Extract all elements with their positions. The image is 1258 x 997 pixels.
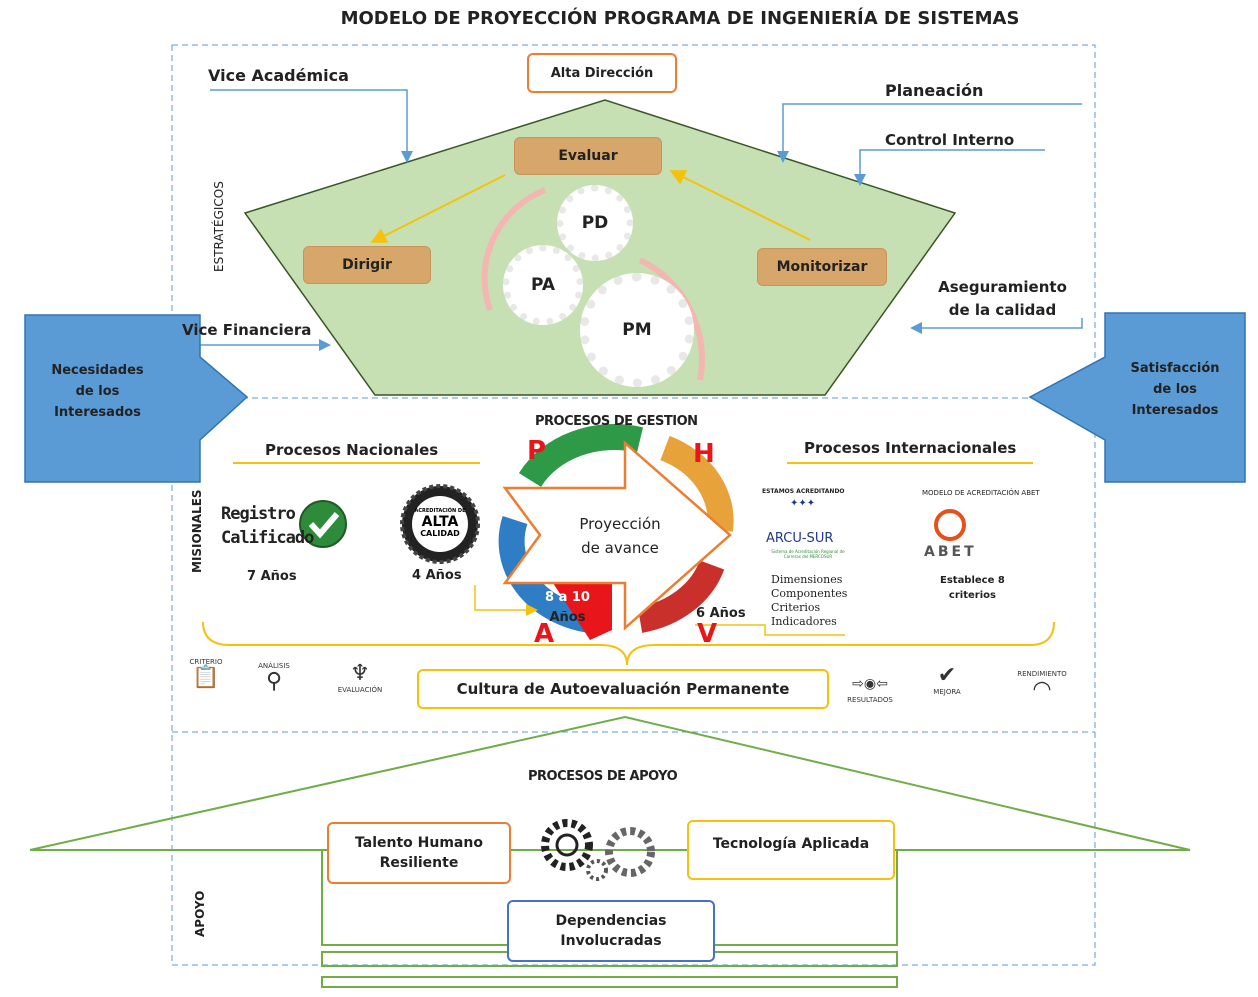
registro-years: 7 Años	[247, 569, 297, 584]
tecnologia-box: Tecnología Aplicada	[687, 820, 895, 880]
diagram-title: MODELO DE PROYECCIÓN PROGRAMA DE INGENIE…	[340, 8, 1020, 29]
stars-icon: ✦✦✦	[790, 498, 816, 509]
analisis-item: ANÁLISIS⚲	[254, 662, 294, 694]
gauge-icon: ◠	[1032, 677, 1052, 702]
clipboard-icon: 📋	[192, 665, 220, 690]
evaluar-box: Evaluar	[514, 137, 662, 175]
support-base-2	[321, 976, 898, 988]
control-interno-connector	[854, 149, 1045, 186]
phva-v: V	[697, 619, 718, 649]
phva-a: A	[534, 619, 555, 649]
left-big-arrow	[24, 314, 249, 483]
culture-box: Cultura de Autoevaluación Permanente	[417, 669, 829, 709]
planeacion-label: Planeación	[885, 81, 984, 100]
monitorizar-box: Monitorizar	[757, 248, 887, 286]
phva-p: P	[527, 436, 547, 466]
arcu-tag: ESTAMOS ACREDITANDO	[762, 488, 845, 495]
evaluacion-item: ♆EVALUACIÓN	[332, 661, 388, 695]
magnifier-icon: ⚲	[265, 669, 283, 694]
aseguramiento-connector	[910, 318, 1083, 334]
right-big-arrow	[1028, 312, 1246, 483]
evaluar-to-dirigir-arrow	[370, 174, 506, 243]
section-label-missional: MISIONALES	[190, 489, 204, 573]
nacionales-label: Procesos Nacionales	[265, 441, 439, 459]
phva-h: H	[693, 439, 715, 469]
arcu-sub: Sistema de Acreditación Regional de Carr…	[771, 549, 845, 559]
abet-tag: MODELO DE ACREDITACIÓN ABET	[922, 489, 1040, 497]
internacionales-label: Procesos Internacionales	[804, 439, 1017, 457]
dirigir-box: Dirigir	[303, 246, 431, 284]
vice-academica-label: Vice Académica	[208, 66, 349, 85]
person-icon: ♆	[350, 661, 370, 686]
alta-calidad-years: 4 Años	[412, 568, 462, 583]
phva-cycle	[498, 424, 734, 640]
support-gears-icon	[541, 819, 655, 881]
gestion-heading: PROCESOS DE GESTION	[535, 414, 698, 429]
abet-logo-icon	[934, 509, 966, 541]
control-interno-label: Control Interno	[885, 131, 1015, 149]
vice-financiera-label: Vice Financiera	[182, 321, 312, 339]
section-label-strategic: ESTRATÉGICOS	[212, 181, 226, 272]
apoyo-heading: PROCESOS DE APOYO	[528, 769, 678, 784]
rendimiento-item: RENDIMIENTO◠	[1012, 670, 1072, 702]
criterio-item: CRITERIO📋	[186, 658, 226, 690]
proyeccion-arrow	[502, 440, 732, 631]
results-icon: ⇨◉⇦	[852, 676, 888, 692]
planeacion-connector	[777, 103, 1082, 163]
monitorizar-to-evaluar-arrow	[669, 170, 811, 241]
vice-academica-connector	[210, 89, 413, 163]
section-label-support: APOYO	[193, 890, 207, 937]
gear-pa: PA	[503, 245, 583, 325]
abet-name: ABET	[924, 544, 977, 560]
arcu-name: ARCU-SUR	[766, 531, 834, 546]
six-years: 6 Años	[696, 606, 746, 621]
resultados-item: ⇨◉⇦RESULTADOS	[843, 672, 897, 704]
gear-pd: PD	[557, 185, 633, 261]
alta-direccion-box: Alta Dirección	[527, 53, 677, 93]
improvement-icon: ✔	[937, 663, 957, 688]
mejora-item: ✔MEJORA	[925, 663, 969, 697]
gear-pm: PM	[580, 273, 694, 387]
